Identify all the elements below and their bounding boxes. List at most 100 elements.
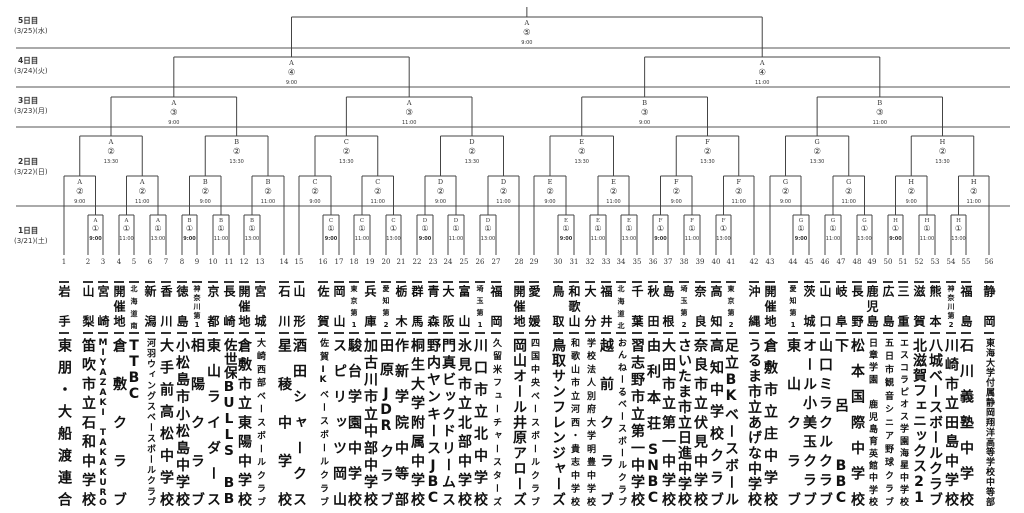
team-prefecture: 高知 — [709, 285, 723, 327]
match-block-label: A — [124, 218, 130, 224]
bracket-mark — [788, 332, 798, 334]
bracket-mark — [443, 281, 453, 283]
team-name: 五日市観音シニア野球クラブ — [883, 338, 893, 506]
team-prefecture: 千葉 — [630, 285, 644, 327]
team-name: 野内ヤンキースJBC — [425, 338, 441, 506]
match-round-label: ② — [813, 147, 821, 157]
match-time-label: 9:00 — [89, 236, 102, 242]
team-number: 53 — [931, 258, 940, 266]
team-number: 18 — [350, 258, 359, 266]
match-round-label: ② — [782, 187, 790, 197]
match-time-label: 9:00 — [74, 199, 85, 205]
match-block-label: D — [454, 218, 459, 224]
match-block-label: H — [940, 138, 946, 146]
team-prefecture: 京都 — [206, 285, 220, 327]
bracket-mark — [177, 332, 187, 334]
team-prefecture: 熊本 — [928, 285, 942, 327]
match-round-label: ① — [720, 224, 727, 233]
match-time-label: 11:00 — [967, 199, 981, 205]
match-round-label: ① — [797, 224, 804, 233]
team-number: 56 — [985, 258, 994, 266]
match-time-label: 9:00 — [309, 199, 320, 205]
match-block-label: B — [234, 138, 239, 146]
bracket-mark — [695, 281, 705, 283]
match-time-label: 9:00 — [906, 199, 917, 205]
match-time-label: 11:00 — [496, 199, 510, 205]
bracket-mark — [459, 332, 469, 334]
match-time-label: 11:00 — [261, 199, 275, 205]
bracket-mark — [224, 281, 234, 283]
team-number: 30 — [554, 258, 563, 266]
bracket-mark — [177, 281, 187, 283]
team-number: 26 — [476, 258, 485, 266]
match-round-label: ③ — [876, 108, 884, 118]
bracket-mark — [914, 281, 924, 283]
team-number: 27 — [492, 258, 501, 266]
match-block-label: G — [783, 178, 788, 186]
match-block-label: C — [329, 218, 333, 224]
match-time-label: 9:00 — [435, 199, 446, 205]
team-number: 32 — [586, 258, 595, 266]
team-prefecture: 北海道南 — [130, 285, 138, 329]
team-prefecture: 佐賀 — [316, 285, 330, 327]
team-number: 17 — [335, 258, 344, 266]
team-number: 49 — [868, 258, 877, 266]
match-time-label: 9:00 — [639, 120, 650, 126]
day-1-label: 1日目(3/21)(土) — [14, 226, 74, 246]
bracket-mark — [569, 281, 579, 283]
team-prefecture: 宮城 — [253, 285, 267, 327]
match-round-label: ② — [201, 187, 209, 197]
team-name: 相陽クラブ — [189, 338, 205, 506]
team-prefecture: 奈良 — [693, 285, 707, 327]
bracket-mark — [585, 332, 595, 334]
team-name: オール小美玉クラブ — [801, 338, 817, 506]
bracket-mark — [663, 332, 673, 334]
team-prefecture: 開催地 — [112, 285, 126, 327]
day-5-label: 5日目(3/25)(水) — [14, 16, 74, 36]
bracket-mark — [711, 332, 721, 334]
day-title: 1日目 — [18, 226, 39, 235]
match-round-label: ① — [327, 224, 334, 233]
bracket-mark — [867, 332, 877, 334]
team-prefecture: 宮崎 — [96, 285, 110, 327]
match-block-label: D — [423, 218, 428, 224]
bracket-mark — [381, 281, 391, 283]
bracket-mark — [349, 332, 359, 334]
team-name: 足立BKベースボール — [723, 338, 739, 506]
team-prefecture: 香川 — [159, 285, 173, 327]
team-prefecture: 静岡 — [982, 285, 996, 327]
match-time-label: 11:00 — [755, 80, 769, 86]
bracket-mark — [145, 332, 155, 334]
bracket-mark — [145, 281, 155, 283]
team-name: 四国中央ベースボールクラブ — [529, 338, 539, 506]
team-name: 駿台学園中学校 — [346, 338, 362, 506]
match-time-label: 9:00 — [286, 80, 297, 86]
match-round-label: ① — [92, 224, 99, 233]
team-number: 38 — [680, 258, 689, 266]
bracket-mark — [765, 281, 775, 283]
match-time-label: 9:00 — [780, 199, 791, 205]
team-name: 北滋賀フェニックス21 — [911, 338, 927, 506]
team-prefecture: 福岡 — [489, 285, 503, 327]
team-name: さいたま市立日進中学校 — [676, 338, 692, 506]
team-number: 13 — [256, 258, 265, 266]
bracket-mark — [192, 281, 202, 283]
bracket-mark — [396, 281, 406, 283]
match-block-label: C — [313, 178, 318, 186]
bracket-mark — [632, 332, 642, 334]
match-round-label: ① — [861, 224, 868, 233]
bracket-mark — [648, 332, 658, 334]
bracket-mark — [984, 281, 994, 283]
team-name: 日章学園 鹿児島育英館中学校 — [867, 338, 877, 506]
match-block-label: F — [722, 218, 726, 224]
match-block-label: F — [705, 138, 710, 146]
match-block-label: B — [642, 99, 647, 107]
match-block-label: E — [548, 178, 553, 186]
match-block-label: F — [674, 178, 679, 186]
team-number: 31 — [570, 258, 579, 266]
team-prefecture: 鹿児島 — [865, 285, 879, 327]
bracket-mark — [161, 281, 171, 283]
match-round-label: ② — [107, 147, 115, 157]
team-prefecture: 兵庫 — [363, 285, 377, 327]
team-number: 42 — [750, 258, 759, 266]
